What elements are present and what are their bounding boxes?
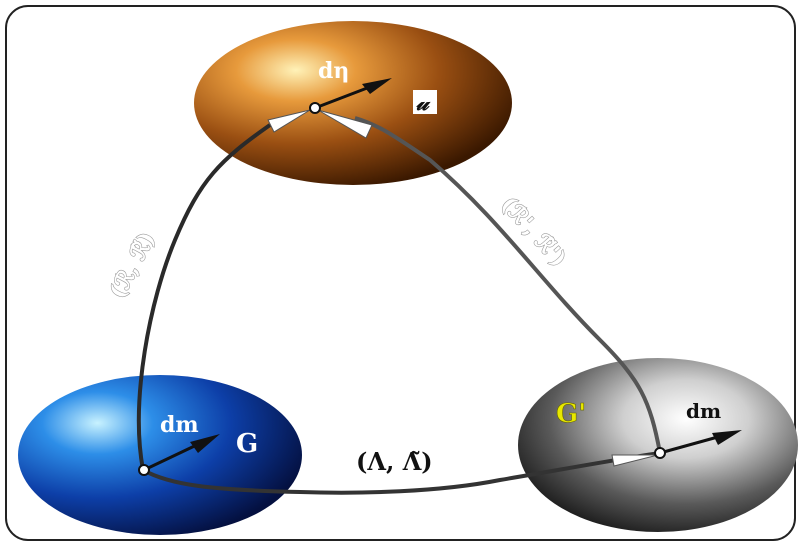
top-ellipse xyxy=(194,21,512,185)
top-symbol-box xyxy=(413,90,437,114)
left-vector-label: dm xyxy=(160,412,199,438)
arrowhead-left-right xyxy=(611,454,659,467)
vector-right-head xyxy=(712,430,742,445)
top-vector-label: dη xyxy=(318,58,349,84)
edge-left-right xyxy=(142,451,661,495)
vector-left-head xyxy=(190,434,220,453)
point-left xyxy=(138,464,150,476)
right-vector-label: dm xyxy=(686,399,721,423)
point-top xyxy=(309,102,321,114)
point-right xyxy=(654,447,666,459)
edge-right-top xyxy=(354,116,662,454)
vector-right xyxy=(659,433,726,455)
edge-left-top xyxy=(136,123,272,471)
vector-top xyxy=(314,83,376,110)
left-ellipse xyxy=(18,375,302,535)
edge-label-left-right: (Λ, Λ̃) xyxy=(356,447,433,476)
arrowhead-right-top xyxy=(317,109,373,139)
left-name: G xyxy=(236,429,258,459)
right-name: G' xyxy=(556,399,586,429)
arrowhead-left-top xyxy=(267,109,311,133)
vector-top-head xyxy=(362,78,392,94)
top-symbol: 𝓊 xyxy=(416,90,431,116)
